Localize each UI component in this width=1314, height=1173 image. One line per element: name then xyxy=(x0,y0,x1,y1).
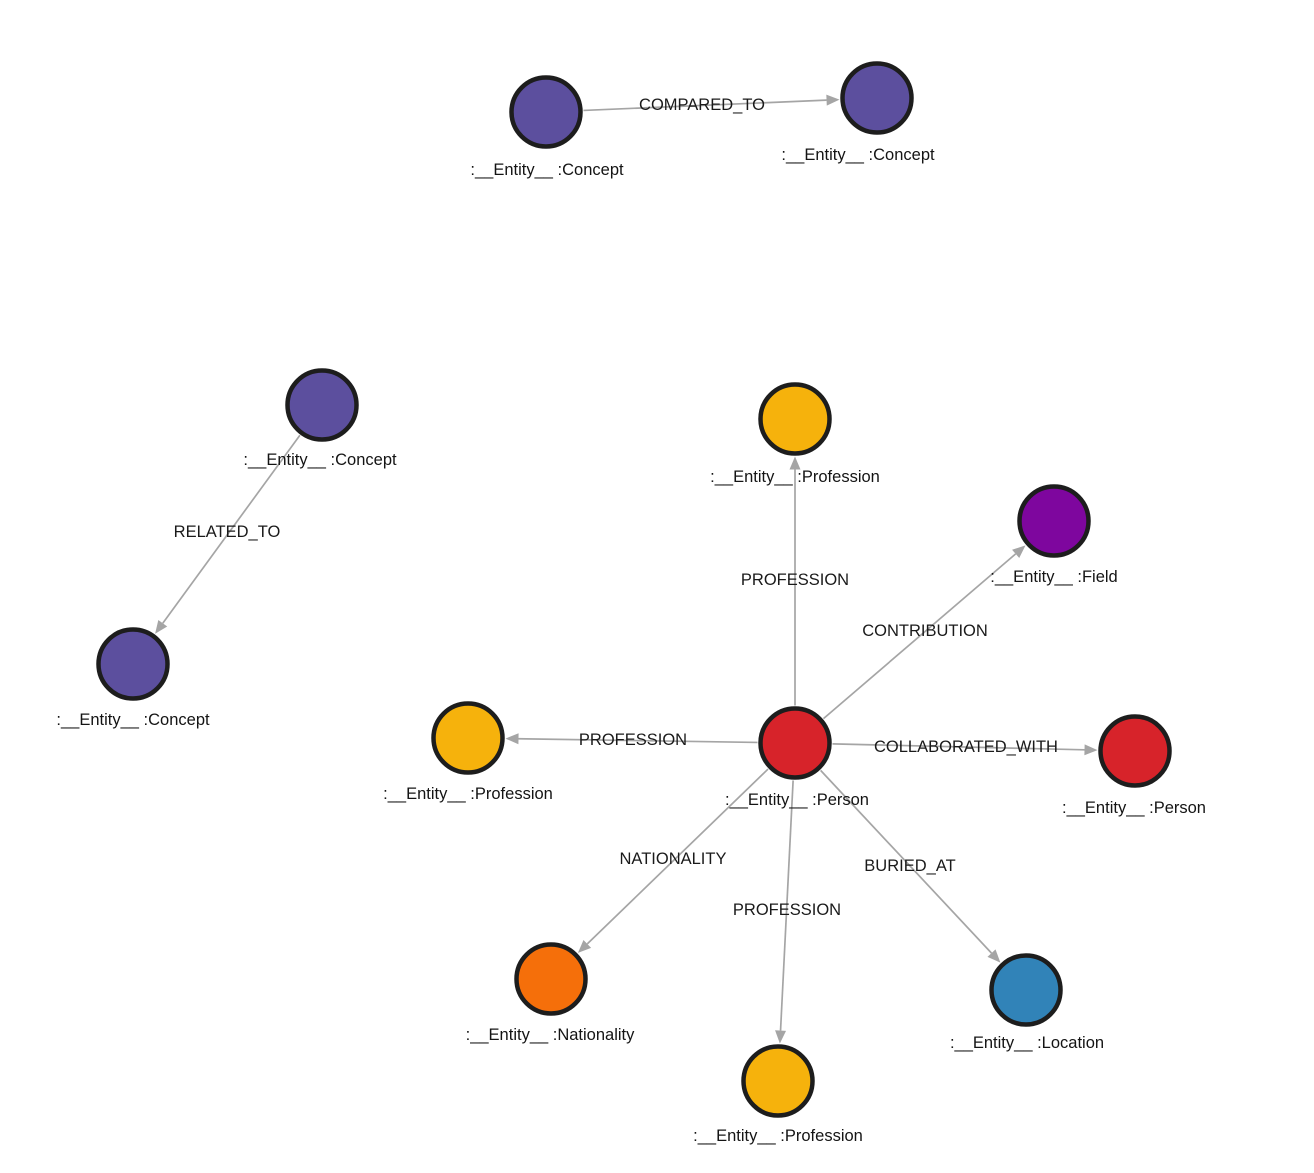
node-label: :__Entity__ :Field xyxy=(990,568,1118,586)
edge-label[interactable]: CONTRIBUTION xyxy=(862,622,988,640)
edges-layer: COMPARED_TO RELATED_TO PROFESSION CONTRIBUT… xyxy=(155,94,1098,1044)
edge-related-to[interactable]: RELATED_TO xyxy=(155,434,301,634)
edge-line[interactable] xyxy=(518,737,758,744)
node-label: :__Entity__ :Nationality xyxy=(466,1026,636,1044)
edge-label[interactable]: PROFESSION xyxy=(733,901,841,919)
node-concept-a[interactable]: :__Entity__ :Concept xyxy=(470,75,624,180)
arrowhead-icon xyxy=(505,733,519,745)
node-label: :__Entity__ :Concept xyxy=(470,161,624,179)
node-profession-bottom[interactable]: :__Entity__ :Profession xyxy=(693,1044,863,1146)
arrowhead-icon xyxy=(155,619,168,634)
edge-line[interactable] xyxy=(779,780,794,1031)
edge-label[interactable]: NATIONALITY xyxy=(620,850,727,868)
node-circle-concept-c[interactable] xyxy=(285,368,359,442)
node-circle-nationality[interactable] xyxy=(514,942,588,1016)
edge-line[interactable] xyxy=(586,768,769,945)
node-label: :__Entity__ :Concept xyxy=(56,711,210,729)
node-label: :__Entity__ :Profession xyxy=(693,1127,863,1145)
node-concept-b[interactable]: :__Entity__ :Concept xyxy=(781,61,935,165)
node-person-collab[interactable]: :__Entity__ :Person xyxy=(1062,714,1206,818)
arrowhead-icon xyxy=(577,939,592,953)
node-person-main[interactable]: :__Entity__ :Person xyxy=(725,706,869,810)
edge-profession[interactable]: PROFESSION xyxy=(741,456,849,706)
edge-label[interactable]: PROFESSION xyxy=(579,731,687,749)
node-label: :__Entity__ :Concept xyxy=(781,146,935,164)
node-concept-d[interactable]: :__Entity__ :Concept xyxy=(56,627,210,730)
edge-line[interactable] xyxy=(583,99,827,112)
node-circle-concept-b[interactable] xyxy=(840,61,914,135)
node-circle-person-collab[interactable] xyxy=(1098,714,1172,788)
arrowhead-icon xyxy=(775,1030,787,1044)
edge-line[interactable] xyxy=(819,769,993,954)
edge-profession[interactable]: PROFESSION xyxy=(733,780,841,1044)
edge-collaborated-with[interactable]: COLLABORATED_WITH xyxy=(832,738,1098,756)
edge-buried-at[interactable]: BURIED_AT xyxy=(819,769,1001,963)
arrowhead-icon xyxy=(1084,744,1098,756)
node-circle-field[interactable] xyxy=(1017,484,1091,558)
edge-label[interactable]: COLLABORATED_WITH xyxy=(874,738,1058,756)
node-circle-profession-top[interactable] xyxy=(758,382,832,456)
edge-label[interactable]: BURIED_AT xyxy=(864,857,955,875)
node-circle-concept-d[interactable] xyxy=(96,627,170,701)
node-circle-profession-left[interactable] xyxy=(431,701,505,775)
node-label: :__Entity__ :Profession xyxy=(383,785,553,803)
node-label: :__Entity__ :Location xyxy=(950,1034,1104,1052)
arrowhead-icon xyxy=(1012,545,1026,559)
edge-line[interactable] xyxy=(832,743,1085,751)
node-profession-top[interactable]: :__Entity__ :Profession xyxy=(710,382,880,487)
node-concept-c[interactable]: :__Entity__ :Concept xyxy=(243,368,397,470)
node-location[interactable]: :__Entity__ :Location xyxy=(950,953,1104,1053)
node-field[interactable]: :__Entity__ :Field xyxy=(990,484,1118,587)
edge-nationality[interactable]: NATIONALITY xyxy=(577,768,769,953)
node-circle-profession-bottom[interactable] xyxy=(741,1044,815,1118)
nodes-layer: :__Entity__ :Concept :__Entity__ :Concept… xyxy=(56,61,1206,1146)
arrowhead-icon xyxy=(826,94,840,106)
node-label: :__Entity__ :Concept xyxy=(243,451,397,469)
node-profession-left[interactable]: :__Entity__ :Profession xyxy=(383,701,553,804)
edge-line[interactable] xyxy=(162,434,301,624)
node-label: :__Entity__ :Person xyxy=(1062,799,1206,817)
node-circle-location[interactable] xyxy=(989,953,1063,1027)
arrowhead-icon xyxy=(789,456,801,470)
node-circle-concept-a[interactable] xyxy=(509,75,583,149)
edge-line[interactable] xyxy=(822,553,1017,720)
edge-label[interactable]: PROFESSION xyxy=(741,571,849,589)
edge-contribution[interactable]: CONTRIBUTION xyxy=(822,545,1026,720)
node-circle-person-main[interactable] xyxy=(758,706,832,780)
node-label: :__Entity__ :Person xyxy=(725,791,869,809)
edge-label[interactable]: RELATED_TO xyxy=(174,523,281,541)
edge-compared-to[interactable]: COMPARED_TO xyxy=(583,94,840,114)
edge-label[interactable]: COMPARED_TO xyxy=(639,96,765,114)
node-label: :__Entity__ :Profession xyxy=(710,468,880,486)
node-nationality[interactable]: :__Entity__ :Nationality xyxy=(466,942,636,1045)
edge-profession[interactable]: PROFESSION xyxy=(505,731,758,749)
arrowhead-icon xyxy=(987,949,1001,963)
